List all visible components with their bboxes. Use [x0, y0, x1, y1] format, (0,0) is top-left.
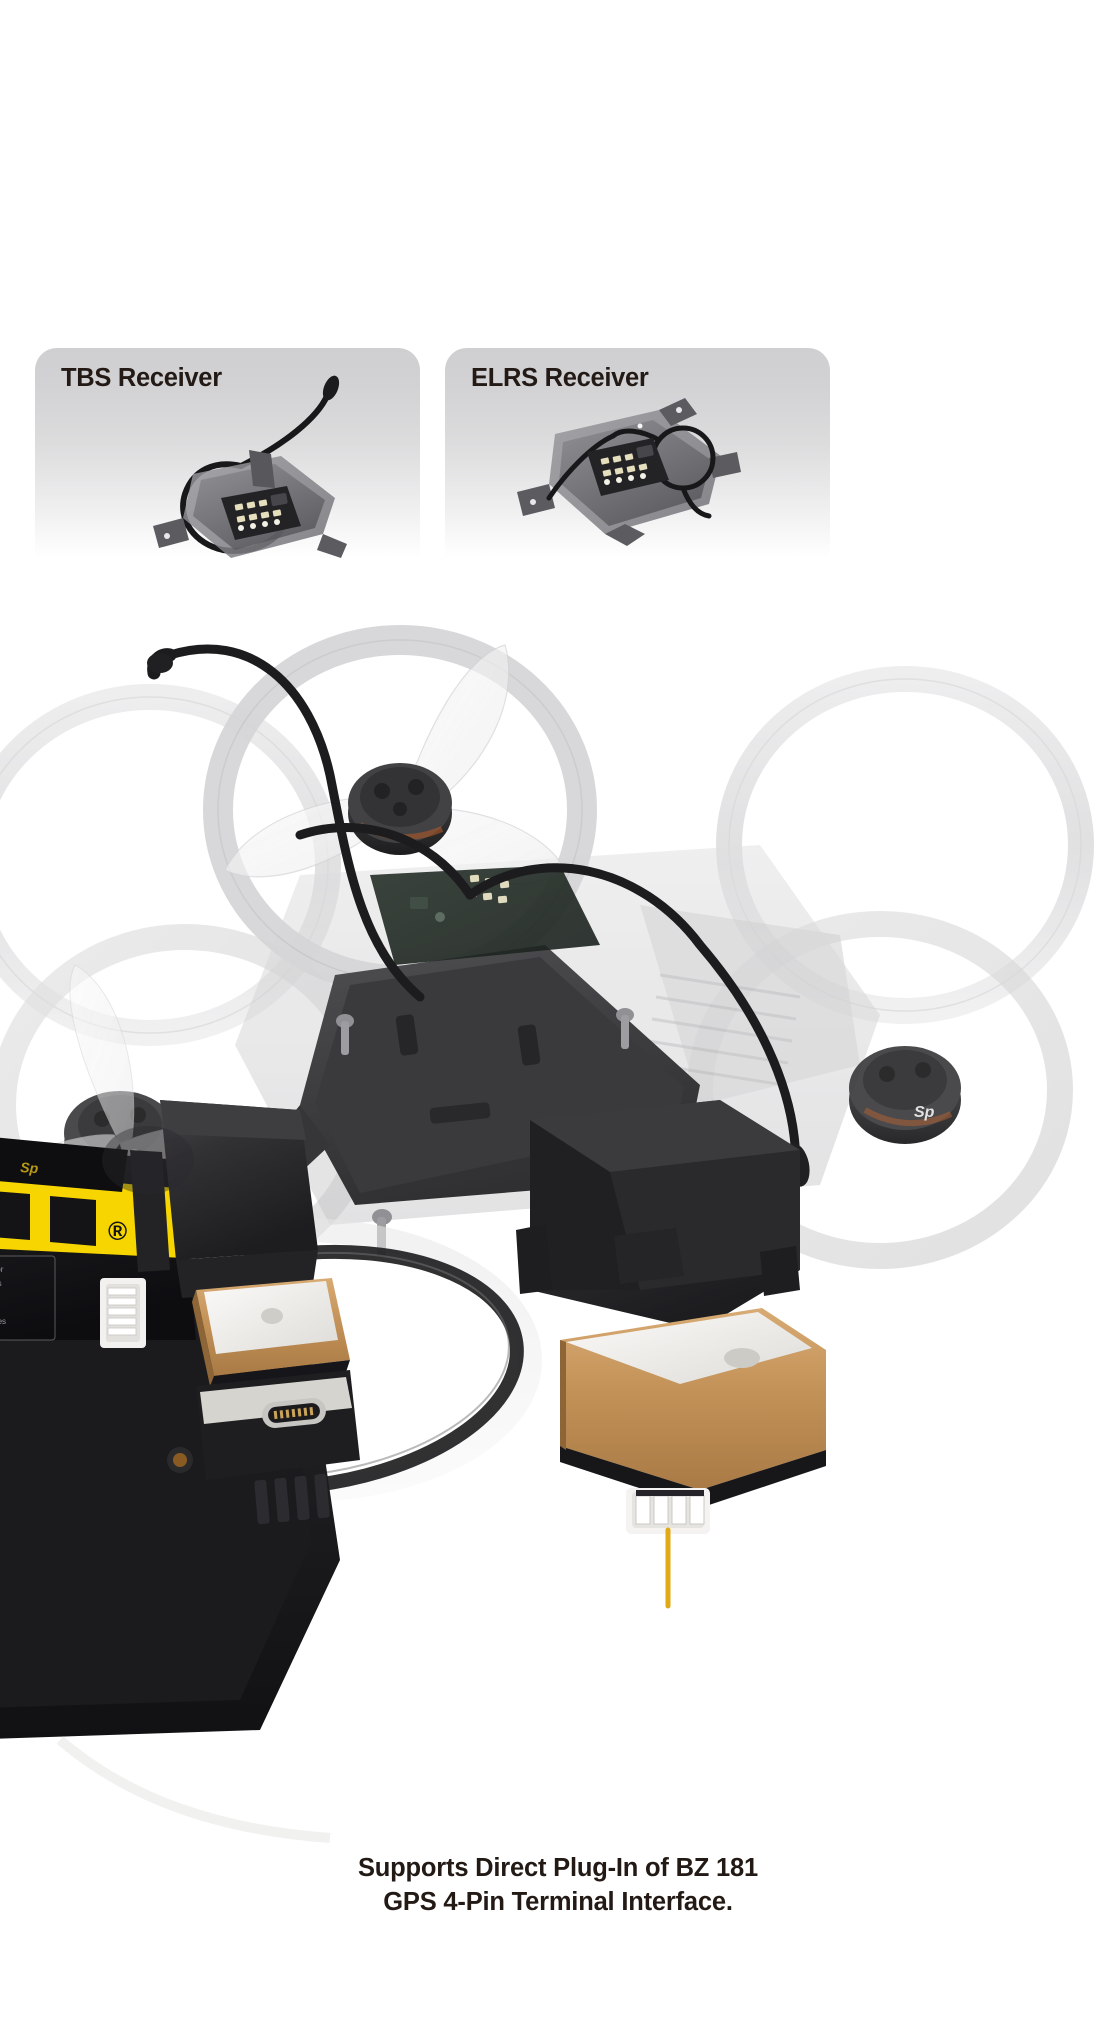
elrs-receiver-render	[517, 398, 741, 546]
drone-bottom-assembly: ® Sp ture, impact, or d short circuits v…	[0, 1100, 360, 1843]
receiver-pcb	[587, 438, 669, 496]
receiver-cards: TBS Receiver	[35, 348, 835, 558]
motor-top	[348, 763, 452, 855]
duct-rear-right	[716, 666, 1094, 1024]
motor-right: Sp	[849, 1046, 961, 1144]
caption-line-2: GPS 4-Pin Terminal Interface.	[383, 1887, 733, 1916]
svg-text:ture, impact, or: ture, impact, or	[0, 1265, 4, 1274]
svg-text:Sp: Sp	[20, 1159, 39, 1176]
card-title-elrs: ELRS Receiver	[471, 364, 649, 392]
card-elrs-receiver[interactable]: ELRS Receiver	[445, 348, 830, 558]
svg-text:to temperatures: to temperatures	[0, 1317, 6, 1326]
caption-block: Supports Direct Plug-In of BZ 181 GPS 4-…	[0, 1852, 1116, 1919]
gps-module-scene: ® Sp ture, impact, or d short circuits v…	[0, 1040, 1116, 1890]
flight-controller-stack	[167, 1370, 360, 1525]
motor-ghost-left	[102, 1126, 194, 1194]
svg-text:d short circuits: d short circuits	[0, 1279, 2, 1288]
duct-rear-left	[0, 684, 341, 1046]
receiver-pcb	[221, 486, 301, 540]
usb-c-port	[262, 1398, 326, 1428]
caption-line-1: Supports Direct Plug-In of BZ 181	[357, 1854, 759, 1882]
gps-patch-antenna-installed	[192, 1278, 350, 1388]
svg-text:®: ®	[108, 1216, 127, 1246]
card-title-tbs: TBS Receiver	[61, 364, 222, 392]
gps-cover	[516, 1100, 800, 1330]
card-tbs-receiver[interactable]: TBS Receiver	[35, 348, 420, 558]
gps-module-exploded	[516, 1100, 826, 1609]
balance-connector	[100, 1278, 146, 1348]
tbs-receiver-render	[153, 375, 347, 558]
gps-antenna-board	[560, 1308, 826, 1508]
svg-text:Sp: Sp	[914, 1104, 935, 1121]
gps-4pin-connector	[626, 1488, 710, 1534]
